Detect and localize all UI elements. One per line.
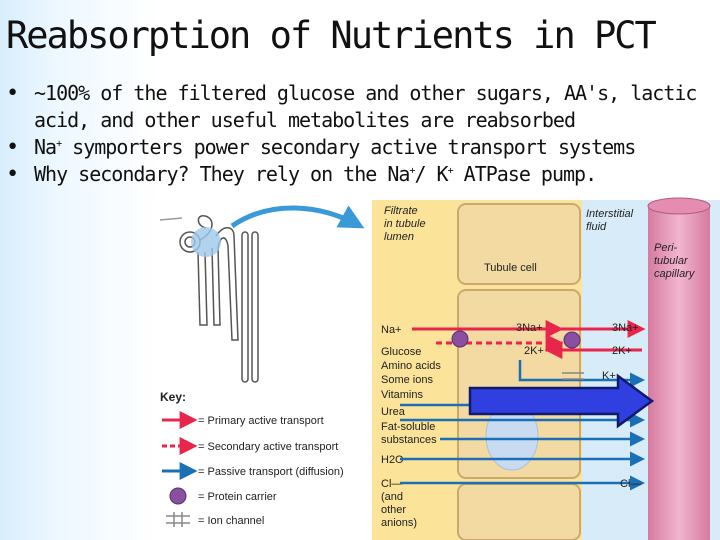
bullet-2-sup: + xyxy=(56,138,62,150)
bullet-1-text: ~100% of the filtered glucose and other … xyxy=(34,81,697,132)
substance-label: Cl— xyxy=(381,478,402,490)
capillary-label: Peri- xyxy=(654,242,678,254)
interstitial-label: fluid xyxy=(586,221,607,233)
bullet-dot: • xyxy=(6,162,19,187)
ion-label: 2K+ xyxy=(612,345,632,357)
substance-label: Urea xyxy=(381,406,406,418)
ion-label: 3Na+ xyxy=(516,322,543,334)
key-title: Key: xyxy=(160,390,186,404)
bullet-3-text-b: / K xyxy=(414,162,448,186)
bullet-dot: • xyxy=(6,81,19,106)
k-leak-arrow xyxy=(518,360,645,388)
pct-highlight xyxy=(191,227,221,257)
substance-label: other xyxy=(381,504,406,516)
ion-label: K+ xyxy=(602,370,616,382)
substance-label: Fat-soluble xyxy=(381,421,435,433)
bullet-dot: • xyxy=(6,135,19,160)
filtrate-label: in tubule xyxy=(384,218,426,230)
highlight-arrow xyxy=(468,373,655,429)
filtrate-label: lumen xyxy=(384,231,414,243)
basolateral-carrier xyxy=(563,331,581,349)
capillary-tube xyxy=(648,204,710,540)
bullet-3-text-c: ATPase pump. xyxy=(452,162,598,186)
ion-label: 3Na+ xyxy=(612,322,639,334)
bullet-2-text-b: symporters power secondary active transp… xyxy=(61,135,636,159)
zoom-arrow xyxy=(230,205,365,229)
substance-label: (and xyxy=(381,491,403,503)
capillary-label: capillary xyxy=(654,268,696,280)
filtrate-label: Filtrate xyxy=(384,205,418,217)
substance-label: Vitamins xyxy=(381,389,423,401)
substance-label: H2O xyxy=(381,454,404,466)
ion-label: Cl— xyxy=(620,478,641,490)
bullet-3-sup-b: + xyxy=(447,165,454,177)
substance-label: substances xyxy=(381,434,437,446)
key-carrier-icon xyxy=(169,487,187,505)
substance-label: Glucose xyxy=(381,346,421,358)
slide-title: Reabsorption of Nutrients in PCT xyxy=(6,14,657,57)
key-primary-label: = Primary active transport xyxy=(198,415,324,427)
key-channel-label: = Ion channel xyxy=(198,515,264,527)
substance-label: Amino acids xyxy=(381,360,441,372)
bullet-list: • ~100% of the filtered glucose and othe… xyxy=(6,80,716,188)
luminal-carrier xyxy=(451,330,469,348)
interstitial-label: Interstitial xyxy=(586,208,634,220)
bullet-1: • ~100% of the filtered glucose and othe… xyxy=(6,80,716,134)
key-channel-icon xyxy=(166,512,190,527)
capillary-opening xyxy=(647,197,711,215)
figure-key: Key: = Primary active transport = Second… xyxy=(160,390,344,527)
substance-label: anions) xyxy=(381,517,417,529)
bullet-2: • Na+ symporters power secondary active … xyxy=(6,134,716,161)
capillary-label: tubular xyxy=(654,255,689,267)
bullet-2-text-a: Na xyxy=(34,135,57,159)
bullet-3-sup-a: + xyxy=(409,165,415,177)
substance-label: Na+ xyxy=(381,324,402,336)
key-secondary-label: = Secondary active transport xyxy=(198,441,338,453)
ion-label: 2K+ xyxy=(524,345,544,357)
key-passive-label: = Passive transport (diffusion) xyxy=(198,466,344,478)
basolateral-ion-channel xyxy=(562,372,584,380)
substance-label: Some ions xyxy=(381,374,433,386)
key-carrier-label: = Protein carrier xyxy=(198,491,277,503)
bullet-3-text-a: Why secondary? They rely on the Na xyxy=(34,162,410,186)
tubule-cell-label: Tubule cell xyxy=(484,262,537,274)
bullet-3: • Why secondary? They rely on the Na+/ K… xyxy=(6,161,716,188)
